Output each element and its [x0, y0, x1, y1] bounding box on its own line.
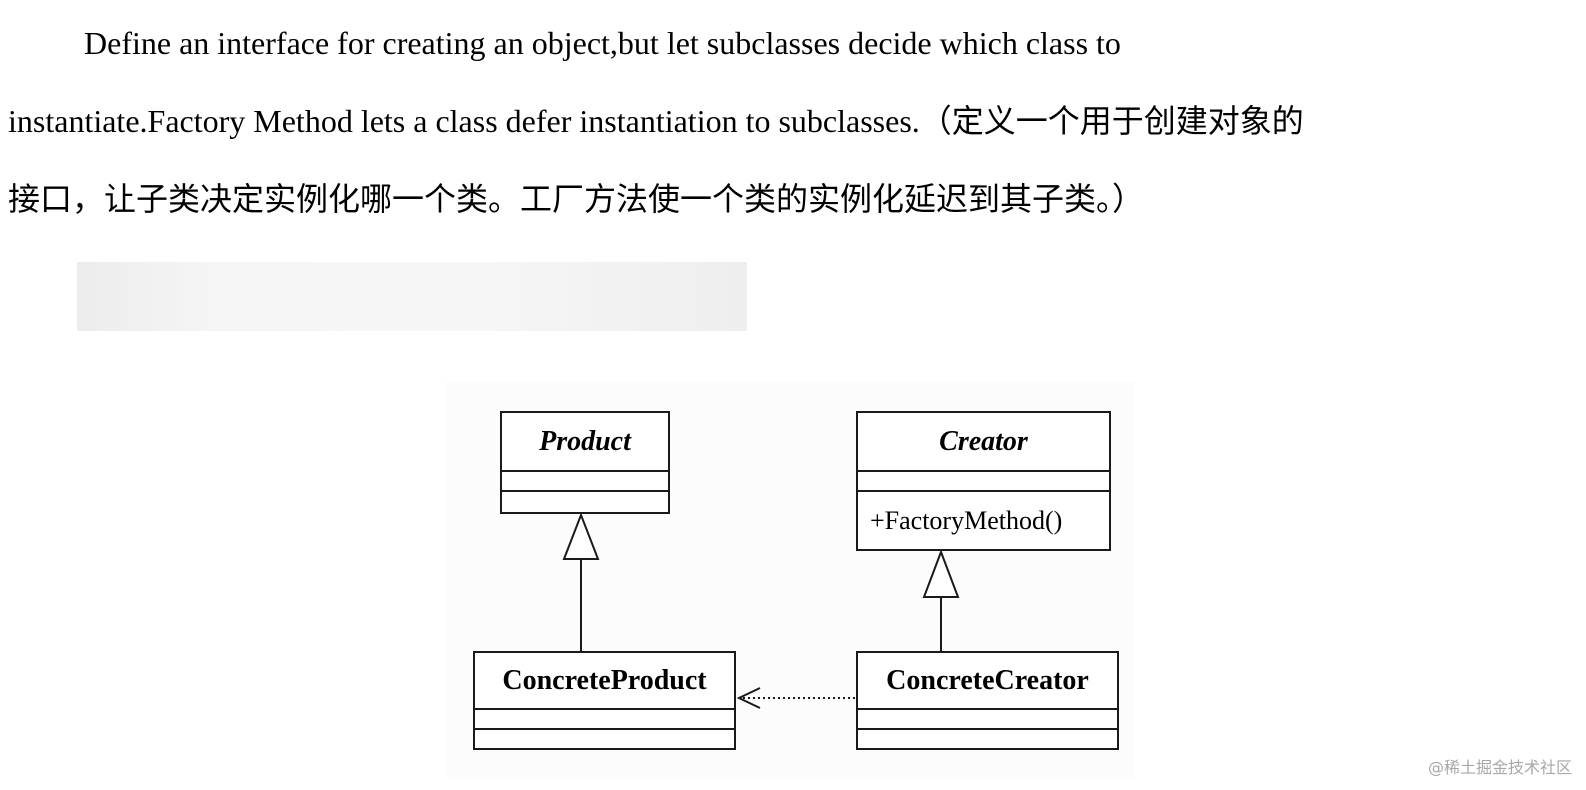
class-concrete-product-name: ConcreteProduct	[475, 653, 734, 710]
class-product: Product	[500, 411, 670, 514]
class-concrete-creator: ConcreteCreator	[856, 651, 1119, 750]
class-creator-name: Creator	[858, 413, 1109, 472]
blank-image-band	[77, 262, 747, 331]
class-concrete-product-attributes	[475, 710, 734, 730]
class-concrete-product: ConcreteProduct	[473, 651, 736, 750]
paragraph-line-1: Define an interface for creating an obje…	[84, 25, 1121, 61]
class-product-name: Product	[502, 413, 668, 472]
document-text: Define an interface for creating an obje…	[8, 4, 1578, 238]
class-creator: Creator +FactoryMethod()	[856, 411, 1111, 551]
class-concrete-creator-attributes	[858, 710, 1117, 730]
class-concrete-product-operations	[475, 730, 734, 748]
class-product-operations	[502, 492, 668, 512]
class-product-attributes	[502, 472, 668, 492]
class-creator-operation: +FactoryMethod()	[870, 505, 1063, 535]
paragraph-line-3: 接口，让子类决定实例化哪一个类。工厂方法使一个类的实例化延迟到其子类。）	[8, 181, 1145, 217]
class-concrete-creator-name: ConcreteCreator	[858, 653, 1117, 710]
class-concrete-creator-operations	[858, 730, 1117, 748]
watermark: @稀土掘金技术社区	[1427, 758, 1572, 777]
paragraph-line-2: instantiate.Factory Method lets a class …	[8, 103, 1304, 139]
class-creator-attributes	[858, 472, 1109, 492]
